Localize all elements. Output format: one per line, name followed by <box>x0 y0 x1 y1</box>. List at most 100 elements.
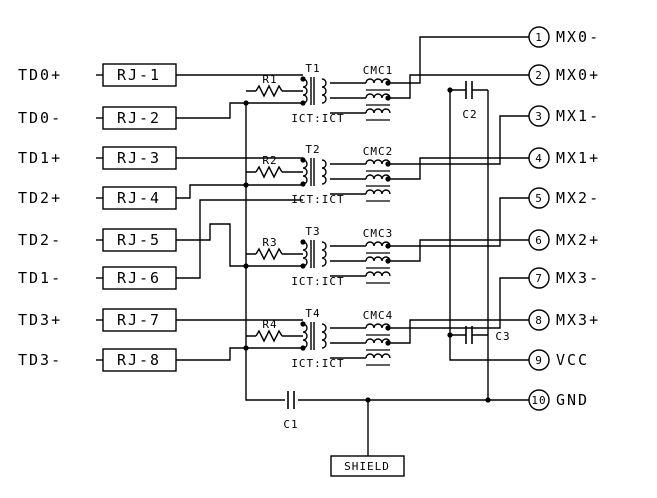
junction-dot <box>485 397 491 403</box>
pin-circle-3 <box>528 105 550 127</box>
pin-number-4: 4 <box>535 152 543 165</box>
pin-circle-9 <box>528 349 550 371</box>
pin-number-7: 7 <box>535 272 543 285</box>
bus-wire <box>245 103 285 401</box>
junction-dot <box>243 100 249 106</box>
shield-label: SHIELD <box>344 460 390 473</box>
rj-pin-label-6: RJ-6 <box>117 269 161 287</box>
pin-number-2: 2 <box>535 69 543 82</box>
junction-dot <box>300 157 306 163</box>
secondary-wire <box>330 163 366 195</box>
coil-winding <box>365 271 391 277</box>
vcc-wire <box>449 90 529 361</box>
output-wire <box>390 36 529 84</box>
rj-pin-box <box>102 228 177 252</box>
resistor-label-3: R3 <box>262 236 277 249</box>
pin-circle-2 <box>528 64 550 86</box>
junction-dot <box>243 182 249 188</box>
transformer-winding <box>321 241 327 267</box>
signal-label-3: TD1+ <box>18 149 62 167</box>
rj-pin-box <box>102 186 177 210</box>
rj-pin-box <box>102 146 177 170</box>
transformer-winding <box>321 159 327 185</box>
resistor-label-2: R2 <box>262 154 277 167</box>
output-wire <box>390 319 529 344</box>
transformer-ratio-1: ICT:ICT <box>291 112 344 125</box>
coil-winding <box>365 241 391 247</box>
pin-label-2: MX0+ <box>556 66 600 84</box>
rj-pin-label-1: RJ-1 <box>117 66 161 84</box>
signal-label-5: TD2- <box>18 231 62 249</box>
wires <box>96 36 529 456</box>
transformer-label-3: T3 <box>305 225 320 238</box>
pin-number-3: 3 <box>535 110 543 123</box>
junction-dot <box>300 181 306 187</box>
pin-circle-1 <box>528 26 550 48</box>
pin-number-5: 5 <box>535 192 543 205</box>
transformer-winding <box>302 159 308 185</box>
pin-label-10: GND <box>556 391 589 409</box>
primary-wire <box>176 199 303 279</box>
coil-winding <box>365 159 391 165</box>
choke-label-4: CMC4 <box>363 309 394 322</box>
junction-dot <box>385 243 391 249</box>
pin-label-1: MX0- <box>556 28 600 46</box>
junction-dot <box>385 176 391 182</box>
pin-circle-6 <box>528 229 550 251</box>
rj-pin-box <box>102 308 177 332</box>
transformer-label-2: T2 <box>305 143 320 156</box>
transformer-winding <box>321 78 327 104</box>
signal-label-2: TD0- <box>18 109 62 127</box>
junction-dot <box>385 325 391 331</box>
junction-dot <box>243 263 249 269</box>
transformer-winding <box>302 241 308 267</box>
junction-dot <box>300 321 306 327</box>
pin-label-5: MX2- <box>556 189 600 207</box>
pin-circle-10 <box>528 389 550 411</box>
coil-winding <box>365 108 391 114</box>
coil-winding <box>365 323 391 329</box>
junction-dot <box>385 340 391 346</box>
pin-number-10: 10 <box>531 394 546 407</box>
junction-dot <box>300 263 306 269</box>
pin-label-8: MX3+ <box>556 311 600 329</box>
junction-dot <box>243 345 249 351</box>
junction-dot <box>300 239 306 245</box>
transformer-ratio-3: ICT:ICT <box>291 275 344 288</box>
primary-wire <box>176 184 303 199</box>
pin-label-4: MX1+ <box>556 149 600 167</box>
output-wire <box>390 197 529 247</box>
secondary-wire <box>330 327 366 359</box>
choke-label-1: CMC1 <box>363 64 394 77</box>
pin-circle-7 <box>528 267 550 289</box>
rj-pin-label-4: RJ-4 <box>117 189 161 207</box>
signal-label-4: TD2+ <box>18 189 62 207</box>
junction-dot <box>447 332 453 338</box>
coil-winding <box>365 174 391 180</box>
junction-dot <box>300 345 306 351</box>
pin-circle-8 <box>528 309 550 331</box>
coil-winding <box>365 78 391 84</box>
output-wire <box>390 74 529 99</box>
shield-box <box>330 455 405 477</box>
resistor <box>255 165 283 179</box>
rj-pin-label-5: RJ-5 <box>117 231 161 249</box>
transformer-winding <box>302 78 308 104</box>
junction-dot <box>300 76 306 82</box>
pin-number-6: 6 <box>535 234 543 247</box>
rj-pin-box <box>102 266 177 290</box>
pin-number-8: 8 <box>535 314 543 327</box>
coil-winding <box>365 189 391 195</box>
junction-dot <box>447 87 453 93</box>
rj-pin-box <box>102 106 177 130</box>
transformer-winding <box>302 323 308 349</box>
resistor <box>255 247 283 261</box>
signal-label-6: TD1- <box>18 269 62 287</box>
coil-winding <box>365 93 391 99</box>
rj-pin-box <box>102 63 177 87</box>
secondary-wire <box>330 245 366 277</box>
junction-dot <box>385 258 391 264</box>
junction-dot <box>365 397 371 403</box>
capacitor-label-c3: C3 <box>495 330 510 343</box>
